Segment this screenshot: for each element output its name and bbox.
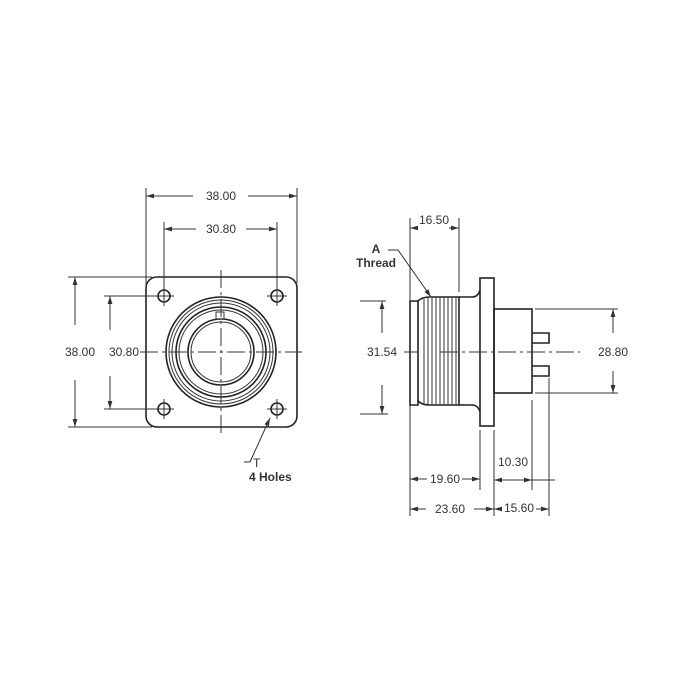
center-lines	[140, 270, 302, 433]
dim-rear-diameter: 28.80	[598, 345, 628, 359]
thread-leader	[388, 249, 432, 298]
side-view: 16.50 A Thread 31.54 28.80 19.60 23.60 1…	[356, 213, 628, 516]
dim-to-flange: 19.60	[430, 472, 460, 486]
rear-body	[493, 308, 533, 394]
threaded-section	[417, 296, 460, 406]
dim-width-holes: 30.80	[206, 222, 236, 236]
dim-rear-overall: 15.60	[504, 501, 534, 515]
dim-width-outer: 38.00	[206, 189, 236, 203]
hole-leader	[244, 417, 271, 463]
dim-height-outer: 38.00	[65, 345, 95, 359]
hole-count: 4 Holes	[249, 470, 292, 484]
dim-overall-front: 23.60	[435, 502, 465, 516]
dim-thread-length: 16.50	[419, 213, 449, 227]
thread-face	[409, 300, 419, 406]
front-view: 38.00 30.80 38.00 30.80 T 4 Holes	[65, 188, 302, 484]
thread-label-a: A	[372, 242, 381, 256]
dim-rear-body: 10.30	[498, 455, 528, 469]
dim-height-holes: 30.80	[109, 345, 139, 359]
hole-label: T	[253, 456, 261, 470]
contacts	[532, 332, 550, 377]
dim-thread-diameter: 31.54	[367, 345, 397, 359]
thread-label: Thread	[356, 256, 396, 270]
